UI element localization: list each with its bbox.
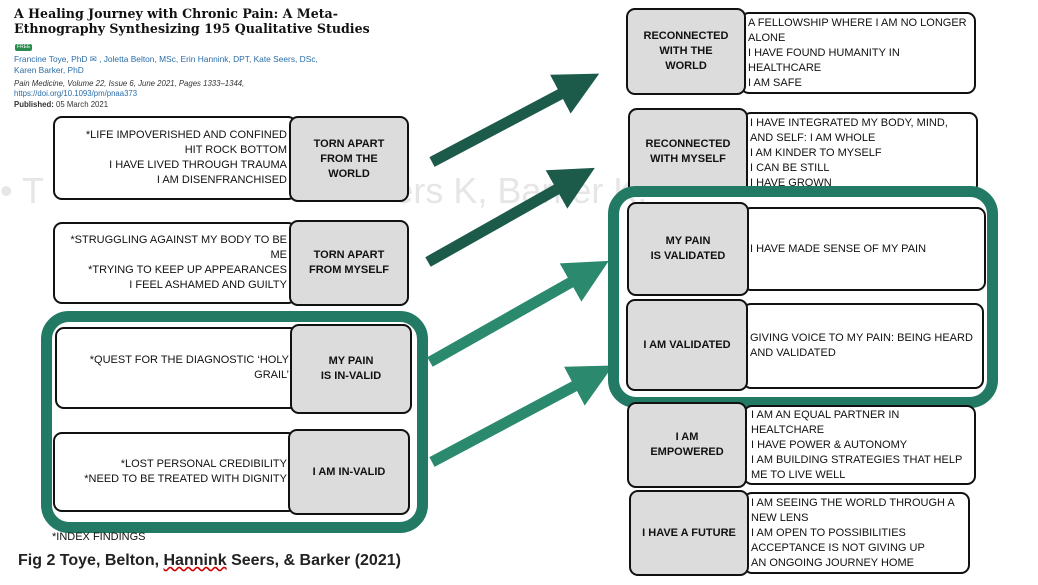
finding-line: *LIFE IMPOVERISHED AND CONFINED <box>85 129 287 141</box>
highlight-frame-left <box>41 311 428 533</box>
arrow-i-am-invalid <box>429 365 614 467</box>
arrow-torn-apart-world <box>429 73 600 167</box>
theme-label-line: I AM <box>675 431 699 443</box>
finding-line: I FEEL ASHAMED AND GUILTY <box>129 279 287 291</box>
theme-label-line: WORLD <box>328 167 370 180</box>
figure-caption: Fig 2 Toye, Belton, Hannink Seers, & Bar… <box>18 552 401 570</box>
theme-label-line: I AM VALIDATED <box>643 338 731 351</box>
theme-label-line: MY PAIN <box>665 235 711 247</box>
theme-label-line: WITH MYSELF <box>650 153 726 165</box>
theme-label-line: WORLD <box>665 60 707 72</box>
finding-line: AND SELF: I AM WHOLE <box>750 131 876 144</box>
finding-line: I HAVE INTEGRATED MY BODY, MIND, <box>750 116 948 129</box>
theme-label-line: FROM THE <box>320 152 378 165</box>
paper-title-line-2: Ethnography Synthesizing 195 Qualitative… <box>14 21 370 36</box>
theme-torn-apart-world: TORN APART FROM THE WORLD <box>289 116 409 202</box>
right-findings-1: A FELLOWSHIP WHERE I AM NO LONGER ALONE … <box>740 12 976 94</box>
theme-label-line: IS IN-VALID <box>320 370 382 382</box>
published-line: Published: 05 March 2021 <box>14 100 108 109</box>
theme-label-line: I HAVE A FUTURE <box>642 526 736 539</box>
right-findings-3: I HAVE MADE SENSE OF MY PAIN <box>742 207 986 291</box>
arrow-pain-invalid <box>427 260 609 367</box>
theme-label-line: TORN APART <box>313 137 385 150</box>
finding-line: I CAN BE STILL <box>750 161 830 174</box>
finding-line: AND VALIDATED <box>750 347 836 359</box>
theme-label-line: TORN APART <box>313 249 385 261</box>
left-findings-4: *LOST PERSONAL CREDIBILITY *NEED TO BE T… <box>53 432 297 512</box>
paper-authors[interactable]: Francine Toye, PhD ✉ , Joletta Belton, M… <box>14 54 409 76</box>
finding-line: I HAVE POWER & AUTONOMY <box>751 438 908 451</box>
finding-line: I AM OPEN TO POSSIBILITIES <box>751 526 906 539</box>
theme-label-line: FROM MYSELF <box>308 264 390 276</box>
finding-line: HEALTHCARE <box>748 61 822 74</box>
theme-label-line: I AM IN-VALID <box>312 465 386 478</box>
theme-i-am-validated: I AM VALIDATED <box>626 299 748 391</box>
finding-line: I AM DISENFRANCHISED <box>156 174 287 186</box>
highlight-frame-right <box>608 186 998 408</box>
authors-line-1: Francine Toye, PhD ✉ , Joletta Belton, M… <box>14 54 318 64</box>
right-findings-4: GIVING VOICE TO MY PAIN: BEING HEARD AND… <box>742 303 984 389</box>
authors-line-2: Karen Barker, PhD <box>14 65 84 75</box>
theme-i-am-empowered: I AM EMPOWERED <box>627 402 747 488</box>
right-findings-5: I AM AN EQUAL PARTNER IN HEALTCHARE I HA… <box>743 405 976 485</box>
finding-line: ALONE <box>748 31 786 44</box>
left-findings-1: *LIFE IMPOVERISHED AND CONFINED HIT ROCK… <box>53 116 297 200</box>
finding-line: I HAVE MADE SENSE OF MY PAIN <box>750 242 927 255</box>
published-date: 05 March 2021 <box>56 100 109 109</box>
finding-line: GRAIL’ <box>254 369 289 381</box>
finding-line: ACCEPTANCE IS NOT GIVING UP <box>751 541 925 554</box>
theme-torn-apart-myself: TORN APART FROM MYSELF <box>289 220 409 306</box>
theme-label-line: EMPOWERED <box>650 446 724 458</box>
theme-my-pain-is-validated: MY PAIN IS VALIDATED <box>627 202 749 296</box>
finding-line: I AM BUILDING STRATEGIES THAT HELP <box>751 453 963 466</box>
theme-label-line: RECONNECTED <box>645 138 731 150</box>
free-badge: FREE <box>15 44 33 51</box>
finding-line: *TRYING TO KEEP UP APPEARANCES <box>88 264 287 276</box>
theme-label-line: WITH THE <box>659 45 713 57</box>
left-findings-2: *STRUGGLING AGAINST MY BODY TO BE ME *TR… <box>53 222 297 304</box>
finding-line: *LOST PERSONAL CREDIBILITY <box>120 458 287 470</box>
finding-line: *NEED TO BE TREATED WITH DIGNITY <box>84 473 287 485</box>
finding-line: I AM AN EQUAL PARTNER IN HEALTCHARE <box>751 408 900 436</box>
caption-underlined-name: Hannink <box>163 552 227 569</box>
theme-label-line: RECONNECTED <box>643 30 729 42</box>
paper-title: A Healing Journey with Chronic Pain: A M… <box>14 6 409 36</box>
theme-reconnected-world: RECONNECTED WITH THE WORLD <box>626 8 746 95</box>
left-findings-3: *QUEST FOR THE DIAGNOSTIC ‘HOLY GRAIL’ <box>55 327 299 409</box>
theme-i-am-invalid: I AM IN-VALID <box>288 429 410 515</box>
theme-label-line: IS VALIDATED <box>650 250 726 262</box>
finding-line: I AM SEEING THE WORLD THROUGH A <box>751 496 955 509</box>
finding-line: I HAVE FOUND HUMANITY IN <box>748 46 900 59</box>
theme-reconnected-myself: RECONNECTED WITH MYSELF <box>628 108 748 196</box>
journal-info: Pain Medicine, Volume 22, Issue 6, June … <box>14 79 245 88</box>
caption-suffix: Seers, & Barker (2021) <box>226 552 401 569</box>
finding-line: ME <box>270 249 288 261</box>
finding-line: A FELLOWSHIP WHERE I AM NO LONGER <box>748 16 967 29</box>
right-findings-2: I HAVE INTEGRATED MY BODY, MIND, AND SEL… <box>742 112 978 194</box>
doi-link[interactable]: https://doi.org/10.1093/pm/pnaa373 <box>14 89 138 98</box>
theme-my-pain-is-invalid: MY PAIN IS IN-VALID <box>290 324 412 414</box>
finding-line: GIVING VOICE TO MY PAIN: BEING HEARD <box>750 332 973 344</box>
theme-label-line: MY PAIN <box>328 355 374 367</box>
right-findings-6: I AM SEEING THE WORLD THROUGH A NEW LENS… <box>743 492 970 574</box>
paper-title-line-1: A Healing Journey with Chronic Pain: A M… <box>14 6 338 21</box>
finding-line: I AM SAFE <box>748 76 802 89</box>
index-findings-note: *INDEX FINDINGS <box>52 531 146 543</box>
arrow-torn-apart-myself <box>425 167 595 267</box>
caption-prefix: Fig 2 Toye, Belton, <box>18 552 164 569</box>
finding-line: *STRUGGLING AGAINST MY BODY TO BE <box>70 234 287 246</box>
finding-line: AN ONGOING JOURNEY HOME <box>751 556 914 569</box>
finding-line: I AM KINDER TO MYSELF <box>750 146 882 159</box>
finding-line: *QUEST FOR THE DIAGNOSTIC ‘HOLY <box>89 354 289 366</box>
finding-line: HIT ROCK BOTTOM <box>184 144 287 156</box>
finding-line: NEW LENS <box>751 511 809 524</box>
theme-i-have-a-future: I HAVE A FUTURE <box>629 490 749 576</box>
published-label: Published: <box>14 100 54 109</box>
finding-line: I HAVE GROWN <box>750 176 832 189</box>
paper-citation-header: A Healing Journey with Chronic Pain: A M… <box>6 6 409 109</box>
finding-line: I HAVE LIVED THROUGH TRAUMA <box>109 159 287 171</box>
finding-line: ME TO LIVE WELL <box>751 468 846 481</box>
